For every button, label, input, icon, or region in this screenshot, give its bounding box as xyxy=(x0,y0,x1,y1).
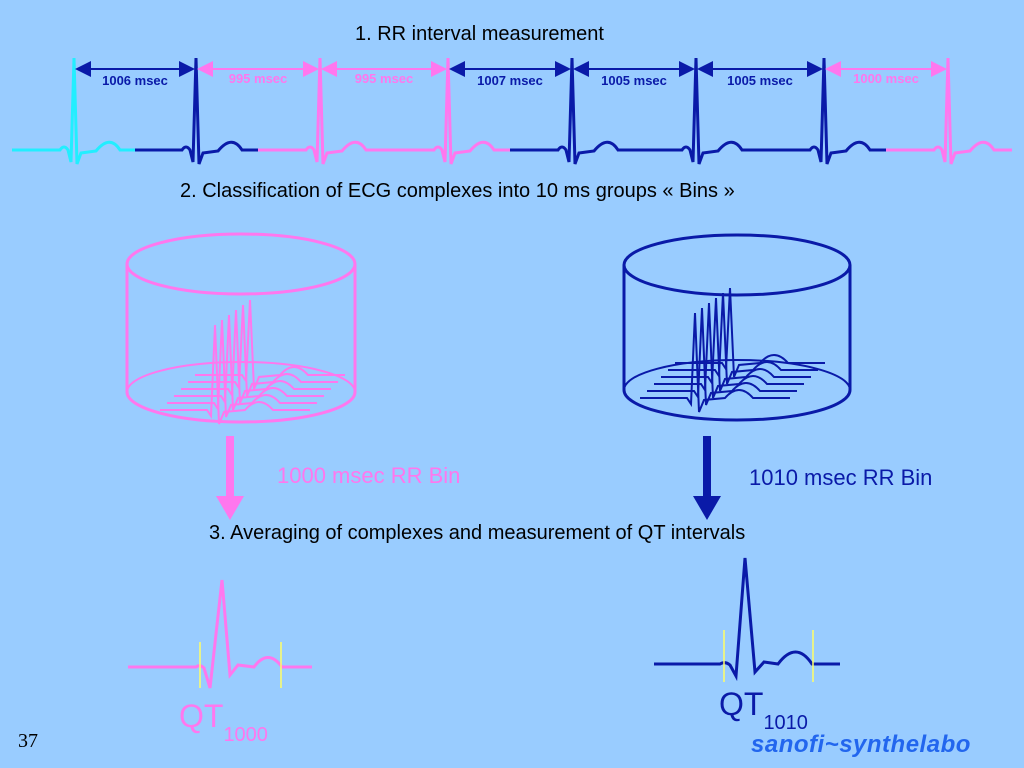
binned-complex xyxy=(661,297,811,392)
step-3-title: 3. Averaging of complexes and measuremen… xyxy=(209,522,746,544)
binned-complex xyxy=(188,304,338,397)
bin-cylinder-1010 xyxy=(622,233,852,422)
sanofi-synthelabo-logo: sanofi~synthelabo xyxy=(751,731,971,758)
rr-interval-label: 1005 msec xyxy=(727,73,793,88)
ecg-beat xyxy=(886,57,1012,165)
arrow-down-navy xyxy=(693,436,721,520)
binned-complex xyxy=(195,299,345,390)
ecg-beat xyxy=(760,57,886,165)
ecg-strip xyxy=(12,57,1012,165)
binned-complex xyxy=(647,307,797,406)
rr-interval-label: 1005 msec xyxy=(601,73,667,88)
rr-interval-label: 1007 msec xyxy=(477,73,543,88)
bin-1010-complexes xyxy=(640,287,825,413)
ecg-beat xyxy=(510,57,634,165)
step-2-title: 2. Classification of ECG complexes into … xyxy=(180,180,735,202)
qt-label-1010: QT1010 xyxy=(719,686,808,734)
rr-interval-label: 995 msec xyxy=(354,71,414,86)
ecg-beat xyxy=(12,57,135,165)
bin-label-1000: 1000 msec RR Bin xyxy=(277,463,461,488)
averaged-complex-1010 xyxy=(654,557,840,682)
slide-number: 37 xyxy=(18,730,38,752)
binned-complex xyxy=(640,312,790,413)
bin-1000-complexes xyxy=(160,299,345,425)
binned-complex xyxy=(675,287,825,378)
binned-complex xyxy=(654,302,804,399)
binned-complex xyxy=(167,319,317,418)
bin-cylinder-1000 xyxy=(125,232,357,425)
rr-interval-label: 1006 msec xyxy=(102,73,168,88)
bin-label-1010: 1010 msec RR Bin xyxy=(749,465,933,490)
ecg-beat xyxy=(384,57,510,165)
arrow-down-pink xyxy=(216,436,244,520)
binned-complex xyxy=(174,314,324,411)
rr-interval-label: 1000 msec xyxy=(853,71,919,86)
rr-interval-label: 995 msec xyxy=(228,71,288,86)
binned-complex xyxy=(668,292,818,385)
averaged-complex-1000 xyxy=(128,579,312,689)
binned-complex xyxy=(181,309,331,404)
ecg-beat xyxy=(634,57,760,165)
binned-complex xyxy=(160,324,310,425)
ecg-beat xyxy=(135,57,258,165)
qt-label-1000: QT1000 xyxy=(179,698,268,746)
step-1-title: 1. RR interval measurement xyxy=(355,23,604,45)
ecg-beat xyxy=(258,57,384,165)
